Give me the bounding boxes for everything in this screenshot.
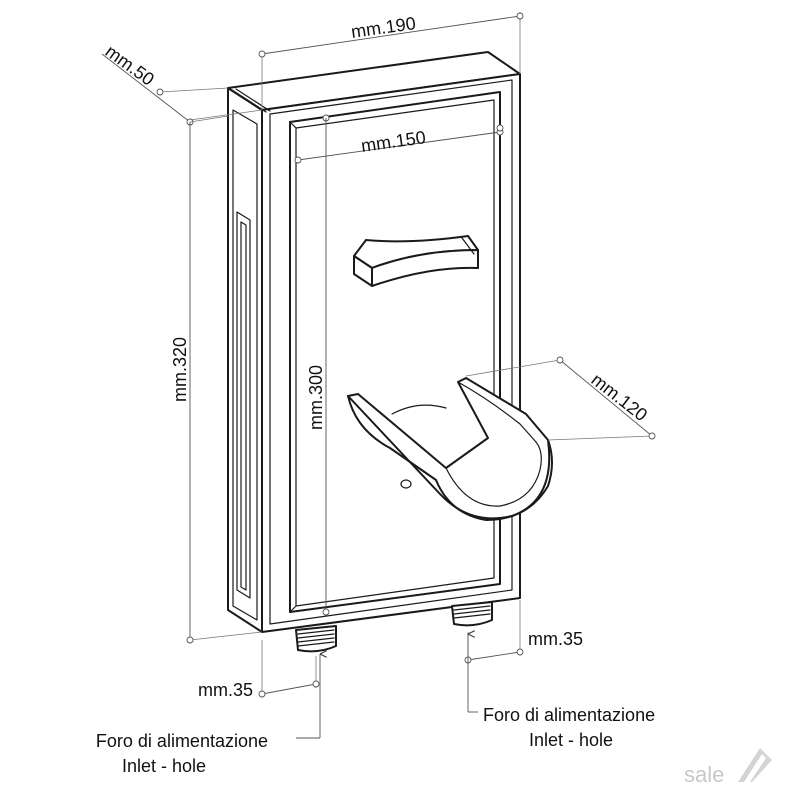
label-inner-height: mm.300 [306, 365, 326, 430]
label-inlet-right: mm.35 [528, 629, 583, 649]
callout-left-line1: Foro di alimentazione [96, 731, 268, 751]
label-cradle: mm.120 [588, 369, 652, 425]
dimension-inner-height: mm.300 [306, 118, 330, 616]
brand-logo: sale [684, 748, 772, 787]
callout-right-line2: Inlet - hole [529, 730, 613, 750]
label-inlet-left: mm.35 [198, 680, 253, 700]
inlet-left [295, 625, 337, 653]
logo-text: sale [684, 762, 724, 787]
callout-right-line1: Foro di alimentazione [483, 705, 655, 725]
callout-leader-left [296, 654, 320, 739]
label-depth: mm.50 [102, 41, 158, 90]
handle-bar [353, 235, 479, 287]
callout-left-line2: Inlet - hole [122, 756, 206, 776]
dimension-inlet-left: mm.35 [198, 640, 320, 700]
label-height: mm.320 [170, 337, 190, 402]
dimension-height: mm.320 [170, 115, 263, 644]
inlet-right [451, 601, 493, 627]
cradle-holder [347, 377, 553, 521]
callout-leader-right [467, 634, 478, 713]
inner-panel [289, 91, 501, 613]
label-width: mm.190 [350, 13, 417, 42]
